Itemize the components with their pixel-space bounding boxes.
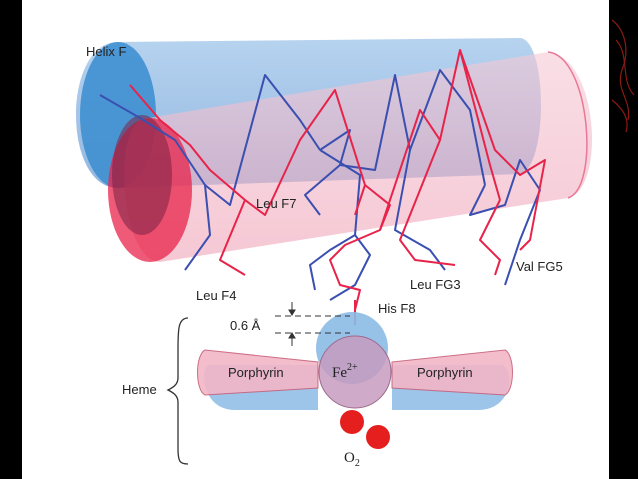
label-leu-f7: Leu F7 bbox=[256, 196, 296, 211]
label-heme: Heme bbox=[122, 382, 157, 397]
label-porphyrin-left: Porphyrin bbox=[228, 365, 284, 380]
label-porphyrin-right: Porphyrin bbox=[417, 365, 473, 380]
label-oxygen: O2 bbox=[344, 450, 360, 469]
label-leu-f4: Leu F4 bbox=[196, 288, 236, 303]
label-leu-fg3: Leu FG3 bbox=[410, 277, 461, 292]
label-val-fg5: Val FG5 bbox=[516, 259, 563, 274]
ornament-icon bbox=[611, 19, 635, 133]
oxygen-atom-2 bbox=[366, 425, 390, 449]
label-iron: Fe2+ bbox=[332, 362, 358, 381]
iron-charge: 2+ bbox=[347, 362, 358, 373]
heme-group bbox=[197, 312, 513, 410]
helix-end-overlap bbox=[112, 115, 172, 235]
label-distance: 0.6 Å bbox=[230, 318, 261, 333]
label-helix-f: Helix F bbox=[86, 44, 127, 59]
oxygen-symbol: O bbox=[344, 450, 355, 466]
iron-symbol: Fe bbox=[332, 365, 347, 381]
heme-brace bbox=[166, 317, 189, 465]
red-sidechains bbox=[129, 49, 546, 311]
oxygen-atom-1 bbox=[340, 410, 364, 434]
oxygen-subscript: 2 bbox=[355, 458, 360, 469]
displacement-marker bbox=[275, 302, 350, 346]
label-his-f8: His F8 bbox=[378, 301, 416, 316]
